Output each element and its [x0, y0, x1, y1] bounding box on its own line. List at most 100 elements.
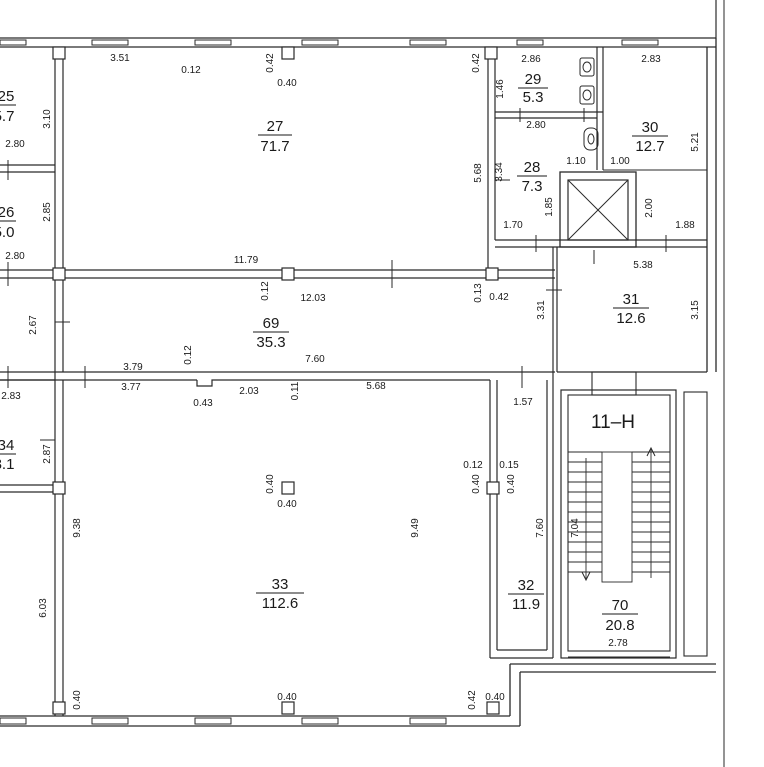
dim-label: 2.00 [644, 198, 655, 218]
column [281, 481, 295, 495]
dim-label: 1.70 [503, 220, 523, 231]
room-area-25: 5.7 [0, 108, 14, 125]
dim-label: 5.38 [633, 260, 653, 271]
room-number-30: 30 [642, 119, 659, 136]
stair-label: 11–Н [591, 412, 635, 433]
dim-label: 0.42 [489, 292, 509, 303]
wall-notch [196, 379, 490, 387]
dim-label: 0.40 [506, 474, 517, 494]
dim-label: 7.04 [570, 518, 581, 538]
dim-label: 0.13 [473, 283, 484, 303]
dim-label: 7.60 [305, 354, 325, 365]
windows-top [0, 39, 659, 46]
column [52, 481, 66, 495]
dim-label: 9.49 [410, 518, 421, 538]
stair-landing-top [591, 371, 637, 396]
dim-label: 3.79 [123, 362, 143, 373]
dim-label: 1.88 [675, 220, 695, 231]
room-number-31: 31 [623, 291, 640, 308]
dim-label: 7.60 [535, 518, 546, 538]
room-area-33: 112.6 [262, 595, 298, 612]
dim-label: 5.21 [690, 132, 701, 152]
dim-label: 2.83 [641, 54, 661, 65]
room-area-26: 5.0 [0, 224, 14, 241]
dim-label: 0.12 [183, 345, 194, 365]
dim-label: 1.57 [513, 397, 533, 408]
dim-label: 2.87 [42, 444, 53, 464]
room-number-69: 69 [263, 315, 280, 332]
dim-label: 9.38 [72, 518, 83, 538]
column [52, 701, 66, 715]
dim-label: 11.79 [234, 255, 259, 266]
column [52, 267, 66, 281]
right-pier [683, 391, 708, 657]
dim-label: 0.42 [467, 690, 478, 710]
column [485, 267, 499, 281]
dim-label: 3.31 [536, 300, 547, 320]
door-ticks [7, 108, 667, 441]
column [486, 481, 500, 495]
elevator-cross-b [567, 179, 629, 241]
room-labels: 25 5.7 26 5.0 27 71.7 28 7.3 29 5.3 30 1… [0, 71, 668, 634]
dim-label: 0.12 [181, 65, 201, 76]
room-number-28: 28 [524, 159, 541, 176]
stair-arrow-down-icon [581, 571, 591, 582]
dim-label: 0.40 [277, 692, 297, 703]
dim-label: 1.85 [544, 197, 555, 217]
dim-label: 6.03 [38, 598, 49, 618]
dim-label: 0.40 [277, 78, 297, 89]
column [486, 701, 500, 715]
column [52, 46, 66, 60]
room-area-31: 12.6 [616, 310, 645, 327]
dim-label: 0.12 [463, 460, 483, 471]
column [281, 46, 295, 60]
dim-label: 2.80 [5, 251, 25, 262]
stair-block-outer [560, 389, 677, 659]
windows-bottom [0, 717, 447, 725]
room-area-32: 11.9 [512, 596, 540, 613]
columns [52, 46, 500, 715]
room-number-27: 27 [267, 118, 284, 135]
dim-label: 3.51 [110, 53, 130, 64]
dim-label: 1.00 [610, 156, 630, 167]
dim-label: 0.40 [265, 474, 276, 494]
room-area-34: 3.1 [0, 456, 14, 473]
dim-label: 0.40 [471, 474, 482, 494]
stair-treads [568, 448, 670, 583]
dim-label: 12.03 [300, 293, 325, 304]
dim-label: 1.10 [566, 156, 586, 167]
walls [0, 0, 725, 767]
dim-label: 0.11 [290, 381, 301, 400]
column [484, 46, 498, 60]
room-area-29: 5.3 [523, 89, 544, 106]
room-number-32: 32 [518, 577, 535, 594]
room-number-70: 70 [612, 597, 629, 614]
dim-label: 0.12 [260, 281, 271, 301]
room-area-27: 71.7 [260, 138, 289, 155]
toilet-icon [579, 57, 599, 151]
room-area-28: 7.3 [522, 178, 543, 195]
dim-label: 5.68 [366, 381, 386, 392]
column [281, 701, 295, 715]
dim-label: 2.86 [521, 54, 541, 65]
dim-label: 2.78 [608, 638, 628, 649]
dim-label: 3.77 [121, 382, 141, 393]
room-number-25: 25 [0, 88, 14, 105]
dim-label: 3.15 [690, 300, 701, 320]
dim-label: 0.42 [265, 53, 276, 73]
dim-label: 0.40 [485, 692, 505, 703]
dim-label: 0.15 [499, 460, 519, 471]
room-number-26: 26 [0, 204, 14, 221]
room-number-33: 33 [272, 576, 289, 593]
stair-arrow-up-icon [646, 446, 656, 457]
elevator-shaft-outer [559, 171, 637, 248]
room-area-70: 20.8 [605, 617, 634, 634]
dim-label: 2.03 [239, 386, 259, 397]
dimensions: 3.51 0.12 0.42 0.40 0.42 2.86 2.83 1.46 … [1, 53, 701, 710]
room-area-30: 12.7 [635, 138, 664, 155]
dim-label: 2.80 [5, 139, 25, 150]
dim-label: 2.83 [1, 391, 21, 402]
dim-label: 2.80 [526, 120, 546, 131]
column [281, 267, 295, 281]
